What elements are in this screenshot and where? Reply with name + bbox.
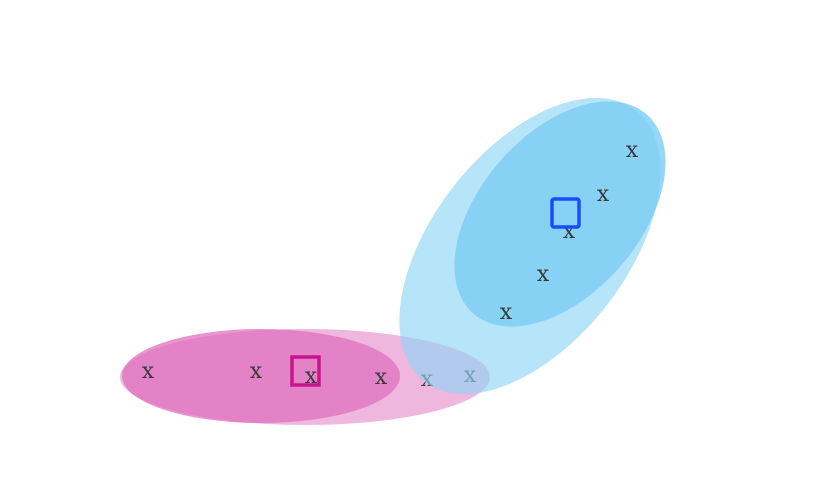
blue-point: x xyxy=(563,219,576,244)
pink-inner-ellipse xyxy=(122,329,400,423)
pink-point: x xyxy=(142,359,155,384)
blue-centroid-marker xyxy=(550,197,581,229)
blue-cluster: x x x x x xyxy=(399,97,666,395)
blue-point: x xyxy=(597,182,610,207)
pink-point: x xyxy=(305,364,318,389)
blue-point: x xyxy=(537,262,550,287)
pink-centroid-marker xyxy=(290,355,321,387)
blue-point: x xyxy=(500,300,513,325)
pink-point: x xyxy=(250,359,263,384)
blue-inner-ellipse xyxy=(454,101,666,327)
pink-point: x xyxy=(375,365,388,390)
blue-point: x xyxy=(626,138,639,163)
